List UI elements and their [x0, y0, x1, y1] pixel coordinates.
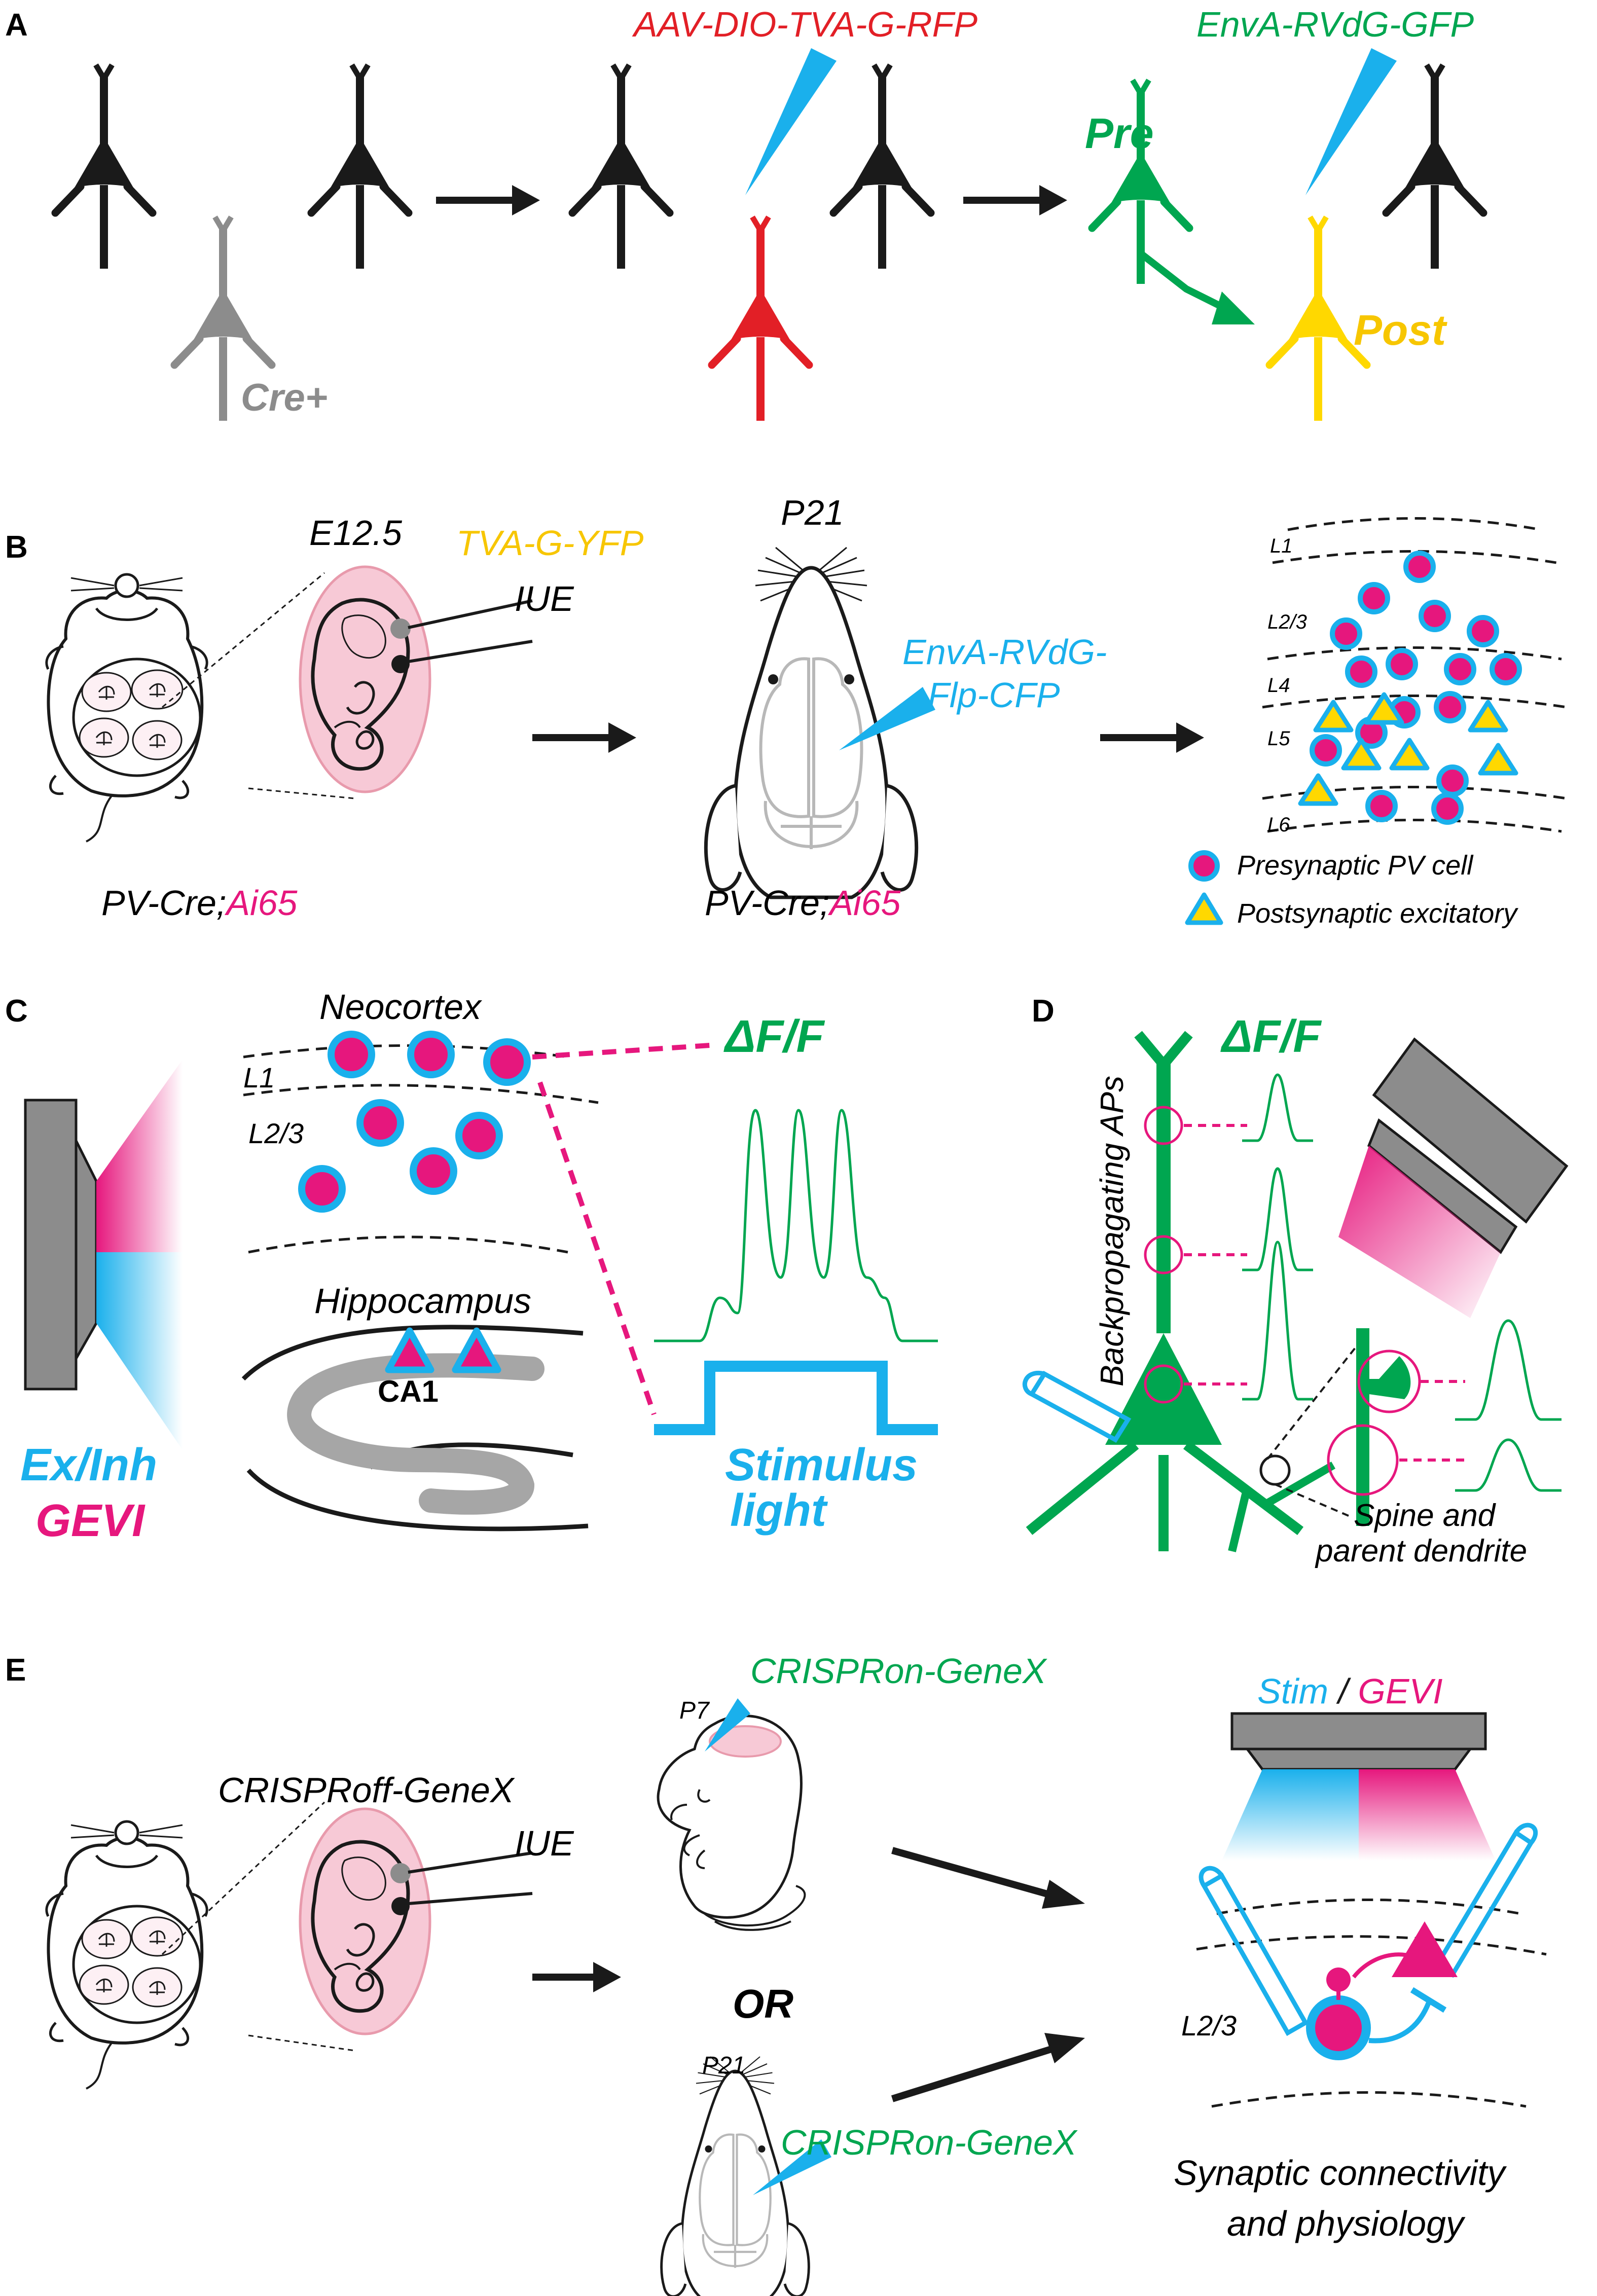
- virus-label-line2: Flp-CFP: [928, 675, 1060, 715]
- p21-label: P21: [702, 2052, 745, 2079]
- pipette-icon: [1305, 48, 1397, 195]
- exinh-label: Ex/Inh: [20, 1440, 157, 1490]
- arrow-icon: [891, 2033, 1085, 2102]
- dff-trace: [654, 1109, 938, 1342]
- construct-label: TVA-G-YFP: [456, 523, 644, 563]
- embryo-icon: [300, 567, 430, 792]
- stimulus-label-line1: Stimulus: [725, 1440, 918, 1490]
- layer-label: L2/3: [1267, 611, 1307, 633]
- gevi-light: [96, 1060, 183, 1252]
- arrow-icon: [891, 1847, 1085, 1909]
- excitatory-cells: [1298, 692, 1518, 806]
- pyramidal-neuron-icon: [311, 65, 409, 269]
- panel-a: A Cre+ AAV-DIO-TVA-G-RFP EnvA-RVdG-GFP P…: [5, 5, 1483, 421]
- crispr-on-top-label: CRISPRon-GeneX: [750, 1651, 1047, 1691]
- bap-label: Backpropagating APs: [1094, 1076, 1130, 1387]
- panel-label-a: A: [5, 8, 28, 43]
- pyramidal-neuron-icon: [1026, 1031, 1335, 1552]
- panel-c: C Ex/Inh GEVI Neocortex L1 L2/3: [5, 987, 938, 1546]
- iue-label: IUE: [515, 1824, 574, 1863]
- layer-label: L5: [1267, 727, 1290, 750]
- panel-b: B E12.5 TVA-G-YFP IUE PV-Cre;Ai65 P21 En…: [5, 493, 1567, 929]
- electrode-icon: [1199, 1866, 1309, 2036]
- neocortex-label: Neocortex: [319, 987, 483, 1027]
- objective-icon: [1230, 1712, 1487, 1771]
- layer-label: L1: [243, 1062, 275, 1094]
- p7-label: P7: [679, 1697, 710, 1724]
- legend-pre: Presynaptic PV cell: [1237, 850, 1474, 881]
- virus-label-1: AAV-DIO-TVA-G-RFP: [632, 5, 977, 44]
- layer-label: L1: [1270, 535, 1293, 557]
- pyramidal-neuron-icon: [572, 65, 670, 269]
- objective-icon: [24, 1099, 98, 1391]
- virus-label-line1: EnvA-RVdG-: [902, 632, 1107, 672]
- panel-label-b: B: [5, 530, 28, 565]
- panel-label-c: C: [5, 994, 28, 1029]
- mouse-icon: [47, 1821, 207, 2089]
- pyramidal-neuron-icon: [55, 65, 153, 269]
- hippocampus-label: Hippocampus: [314, 1281, 531, 1321]
- mouse-icon: [47, 574, 207, 842]
- age-label: P21: [781, 493, 844, 532]
- panel-e: E CRISPRoff-GeneX IUE P7 CRISPRon-GeneX …: [5, 1651, 1547, 2296]
- legend-post: Postsynaptic excitatory: [1237, 898, 1518, 929]
- spine-label-line1: Spine and: [1354, 1498, 1497, 1533]
- gevi-label: GEVI: [35, 1496, 146, 1546]
- stimulus-trace: [654, 1361, 938, 1435]
- pv-cells: [298, 1031, 531, 1213]
- arrow-icon: [963, 185, 1067, 215]
- crispr-off-label: CRISPRoff-GeneX: [218, 1770, 515, 1810]
- stimulus-label-line2: light: [730, 1485, 828, 1536]
- legend-excitatory-icon: [1185, 892, 1223, 925]
- layer-label: L4: [1267, 674, 1290, 697]
- dff-label-c: ΔF/F: [723, 1011, 825, 1062]
- iue-label: IUE: [515, 579, 574, 618]
- ca1-cells: [385, 1327, 501, 1373]
- or-label: OR: [733, 1981, 793, 2026]
- pipette-icon: [745, 48, 837, 195]
- arrow-icon: [1100, 722, 1204, 753]
- crispr-on-bottom-label: CRISPRon-GeneX: [781, 2123, 1078, 2162]
- cre-label: Cre+: [241, 376, 328, 419]
- layer-label: L2/3: [248, 1117, 304, 1149]
- stim-light: [96, 1252, 183, 1450]
- genotype-label-2: PV-Cre;Ai65: [705, 883, 901, 923]
- arrow-icon: [436, 185, 540, 215]
- pipette-icon: [839, 687, 935, 750]
- dff-label-d: ΔF/F: [1220, 1011, 1322, 1062]
- electrode-icon: [1022, 1370, 1132, 1443]
- stim-gevi-label: Stim / GEVI: [1257, 1671, 1443, 1711]
- pipette-icon: [705, 1698, 750, 1752]
- panel-label-e: E: [5, 1653, 26, 1688]
- result-label-line1: Synaptic connectivity: [1174, 2153, 1507, 2193]
- arrow-icon: [1212, 291, 1255, 324]
- panel-label-d: D: [1032, 994, 1055, 1029]
- pyramidal-neuron-icon: [1386, 65, 1483, 269]
- panel-d: D Backpropagating APs ΔF/F: [1022, 994, 1569, 1569]
- layer-label-e: L2/3: [1181, 2010, 1237, 2042]
- spine-label-line2: parent dendrite: [1315, 1534, 1527, 1569]
- pre-label: Pre: [1085, 110, 1153, 157]
- cortical-layers: [1262, 517, 1567, 833]
- genotype-label: PV-Cre;Ai65: [101, 883, 298, 923]
- pyramidal-neuron-icon: [1269, 217, 1367, 421]
- pyramidal-neuron-icon: [833, 65, 931, 269]
- pup-icon: [658, 1716, 805, 1930]
- pipette-icon: [753, 2139, 831, 2195]
- post-label: Post: [1354, 306, 1447, 354]
- stage-label: E12.5: [309, 513, 403, 553]
- embryo-icon: [300, 1809, 430, 2034]
- result-label-line2: and physiology: [1227, 2204, 1466, 2243]
- pv-cells: [1310, 551, 1522, 825]
- pyramidal-neuron-icon: [712, 217, 809, 421]
- virus-label-2: EnvA-RVdG-GFP: [1196, 5, 1474, 44]
- layer-label: L6: [1267, 814, 1290, 836]
- arrow-icon: [532, 722, 636, 753]
- arrow-icon: [532, 1962, 621, 1992]
- legend-pv-icon: [1188, 850, 1220, 882]
- ca1-label: CA1: [378, 1374, 439, 1408]
